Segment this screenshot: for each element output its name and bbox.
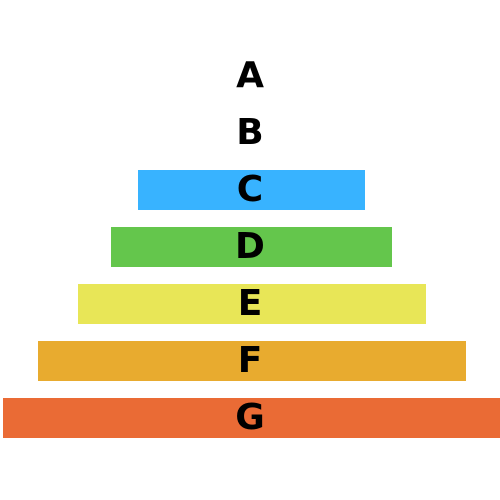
tier-b-band <box>165 113 335 153</box>
tier-g-band <box>3 398 500 438</box>
tier-f-label: F <box>237 340 263 381</box>
tier-d-band <box>111 227 392 267</box>
tier-d: D <box>0 227 500 267</box>
tier-a: A <box>0 56 500 96</box>
tier-g: G <box>0 398 500 438</box>
tier-c: C <box>0 170 500 210</box>
tier-e-label: E <box>237 283 263 324</box>
tier-g-label: G <box>235 397 265 438</box>
tier-a-band <box>195 56 305 96</box>
tier-c-label: C <box>236 169 264 210</box>
tier-a-label: A <box>236 55 264 96</box>
tier-d-label: D <box>235 226 265 267</box>
tier-e: E <box>0 284 500 324</box>
tier-f: F <box>0 341 500 381</box>
tier-b: B <box>0 113 500 153</box>
tier-b-label: B <box>236 112 264 153</box>
tier-f-band <box>38 341 466 381</box>
tier-c-band <box>138 170 365 210</box>
tier-e-band <box>78 284 426 324</box>
